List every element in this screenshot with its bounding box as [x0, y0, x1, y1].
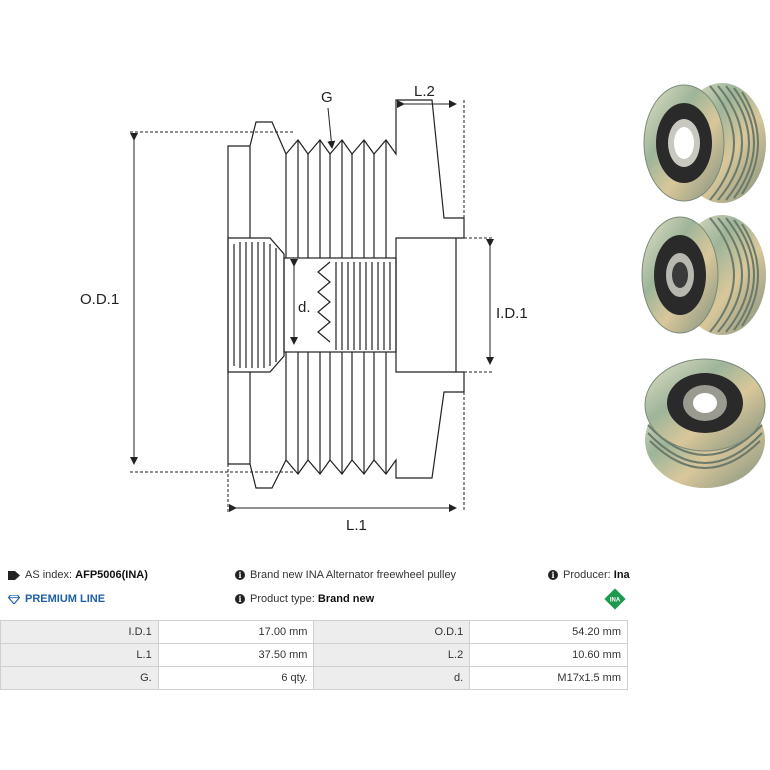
spec-label: L.2 [313, 643, 471, 667]
g-leader [327, 107, 336, 149]
spec-label: G. [0, 666, 159, 690]
spec-value: M17x1.5 mm [469, 666, 628, 690]
spline-hub [227, 237, 285, 373]
spec-label: I.D.1 [0, 620, 159, 644]
as-index-value: AFP5006(INA) [75, 569, 148, 581]
table-row: G. 6 qty. d. M17x1.5 mm [0, 666, 628, 690]
producer-value: Ina [613, 569, 630, 581]
info-icon: i [548, 570, 558, 580]
info-icon: i [235, 594, 245, 604]
spec-value: 17.00 mm [157, 620, 315, 644]
pulley-photo-spline-angled [644, 358, 766, 488]
id1-label: I.D.1 [496, 305, 528, 322]
premium-line-label: PREMIUM LINE [25, 593, 106, 605]
pulley-photo-hex-front [641, 215, 766, 335]
spec-label: d. [313, 666, 471, 690]
producer: i Producer: Ina [548, 569, 630, 581]
product-type-value: Brand new [317, 593, 375, 605]
product-type-label: Product type: [250, 593, 315, 605]
g-label: G [321, 89, 333, 106]
premium-line: PREMIUM LINE [8, 593, 105, 605]
pulley-technical-drawing: G L.2 O.D.1 d. I.D.1 L.1 [80, 83, 528, 534]
spec-value: 37.50 mm [157, 643, 315, 667]
specs-table: I.D.1 17.00 mm O.D.1 54.20 mm L.1 37.50 … [0, 620, 628, 690]
od1-label: O.D.1 [80, 291, 119, 308]
pulley-photo-spline-front [643, 83, 766, 203]
spec-value: 10.60 mm [469, 643, 628, 667]
spec-value: 6 qty. [157, 666, 315, 690]
table-row: L.1 37.50 mm L.2 10.60 mm [0, 643, 628, 667]
thread [317, 261, 331, 343]
as-index: AS index: AFP5006(INA) [8, 569, 148, 581]
ina-logo-icon: INA [604, 588, 626, 610]
description: i Brand new INA Alternator freewheel pul… [235, 569, 456, 581]
as-index-label: AS index: [25, 569, 73, 581]
svg-text:INA: INA [610, 598, 621, 604]
description-text: Brand new INA Alternator freewheel pulle… [250, 569, 457, 581]
d-label: d. [298, 299, 311, 316]
table-row: I.D.1 17.00 mm O.D.1 54.20 mm [0, 620, 628, 644]
tag-icon [8, 570, 20, 580]
diamond-icon [8, 594, 20, 604]
info-icon: i [235, 570, 245, 580]
bore [283, 257, 397, 353]
producer-label: Producer: [563, 569, 611, 581]
spec-label: O.D.1 [313, 620, 471, 644]
spec-value: 54.20 mm [469, 620, 628, 644]
l1-label: L.1 [346, 517, 367, 534]
l2-label: L.2 [414, 83, 435, 100]
spec-label: L.1 [0, 643, 159, 667]
product-type: i Product type: Brand new [235, 593, 374, 605]
